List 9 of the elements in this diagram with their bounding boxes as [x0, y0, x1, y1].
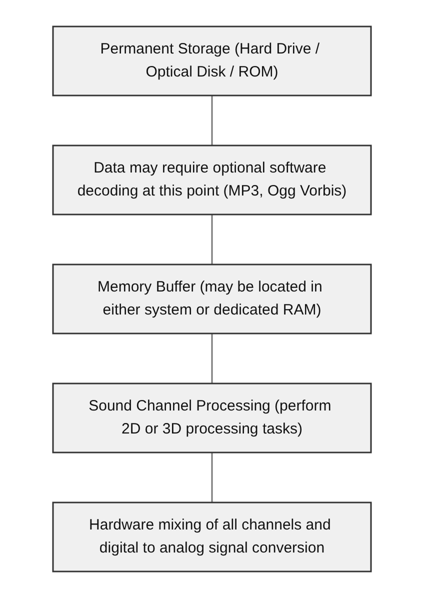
node-box: Permanent Storage (Hard Drive / Optical Disk / ROM): [52, 26, 372, 96]
node-box: Data may require optional software decoding at this point (MP3, Ogg Vorbis): [52, 144, 372, 216]
connector: [211, 452, 213, 502]
node-box: Hardware mixing of all channels and digital to analog signal conversion: [52, 502, 372, 572]
connector: [211, 214, 213, 264]
node-box: Sound Channel Processing (perform 2D or 3D processing tasks): [52, 382, 372, 454]
connector: [211, 96, 213, 146]
connector: [211, 334, 213, 384]
node-box: Memory Buffer (may be located in either system or dedicated RAM): [52, 264, 372, 334]
